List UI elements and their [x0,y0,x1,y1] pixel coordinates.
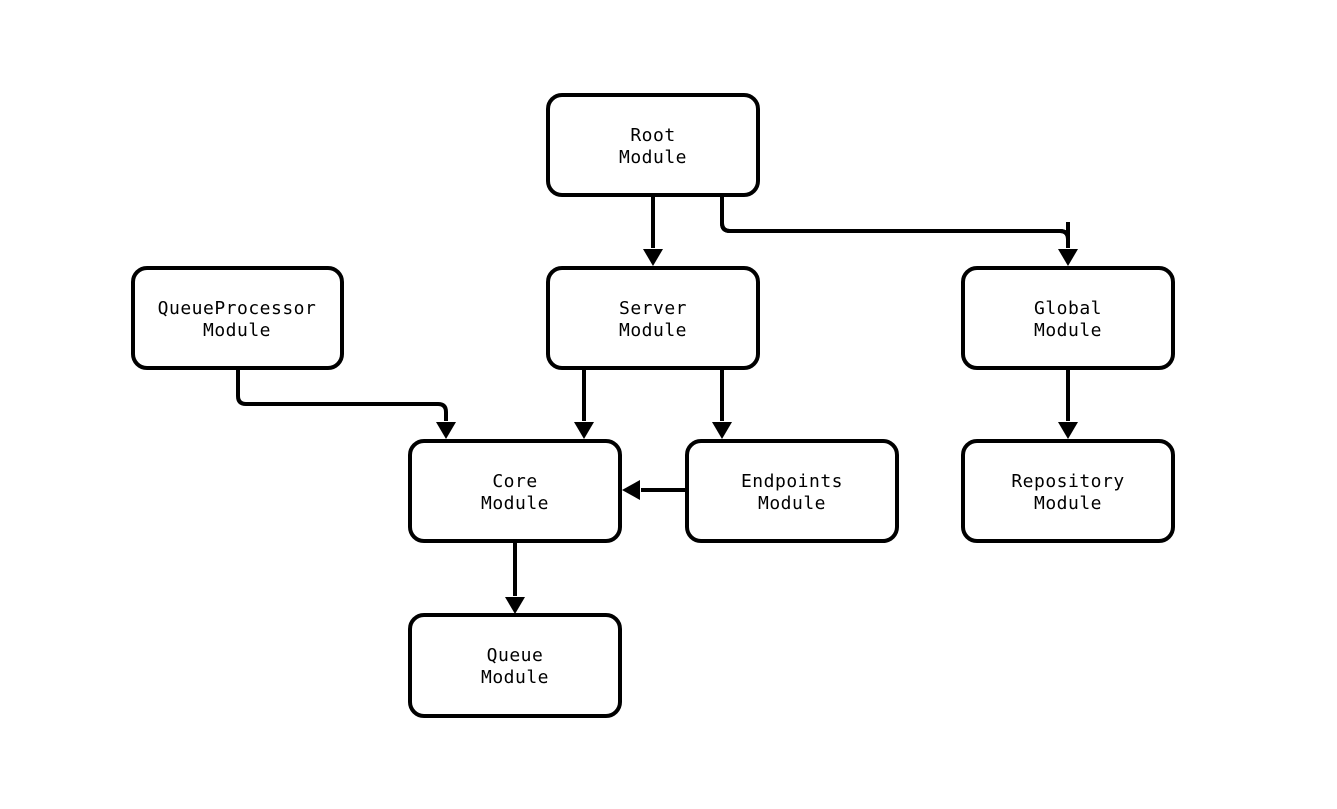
edge-root-to-server [643,195,663,266]
node-label-line2: Module [619,147,687,168]
edge-global-to-repository [1058,368,1078,439]
node-label-line1: Core [492,471,537,492]
arrow-head-icon [1058,249,1078,266]
node-label-line2: Module [1034,493,1102,514]
arrow-head-icon [436,422,456,439]
arrow-head-icon [1058,422,1078,439]
node-box[interactable] [408,613,622,718]
node-queue-module[interactable]: Queue Module [408,613,622,718]
node-label-line1: Server [619,298,687,319]
node-label-line1: Endpoints [741,471,843,492]
node-label-line2: Module [203,320,271,341]
node-box[interactable] [961,266,1175,370]
node-label-line1: QueueProcessor [158,298,317,319]
node-box[interactable] [685,439,899,543]
node-box[interactable] [546,93,760,197]
arrow-head-icon [574,422,594,439]
node-global-module[interactable]: Global Module [961,266,1175,370]
node-server-module[interactable]: Server Module [546,266,760,370]
node-label-line2: Module [481,667,549,688]
edge-server-to-endpoints [712,368,732,439]
arrow-head-icon [622,480,640,500]
edge-line [236,368,448,421]
node-root-module[interactable]: Root Module [546,93,760,197]
node-box[interactable] [408,439,622,543]
edge-root-to-global [720,195,1078,266]
arrow-head-icon [505,597,525,614]
node-queueprocessor-module[interactable]: QueueProcessor Module [131,266,344,370]
node-label-line1: Repository [1011,471,1124,492]
edge-queueprocessor-to-core [236,368,456,439]
node-repository-module[interactable]: Repository Module [961,439,1175,543]
node-label-line1: Global [1034,298,1102,319]
node-label-line2: Module [1034,320,1102,341]
node-label-line2: Module [758,493,826,514]
node-box[interactable] [961,439,1175,543]
arrow-head-icon [712,422,732,439]
node-label-line2: Module [619,320,687,341]
node-core-module[interactable]: Core Module [408,439,622,543]
node-endpoints-module[interactable]: Endpoints Module [685,439,899,543]
edge-endpoints-to-core [622,480,687,500]
node-label-line2: Module [481,493,549,514]
node-label-line1: Queue [487,645,544,666]
arrow-head-icon [643,249,663,266]
node-label-line1: Root [630,125,675,146]
edge-server-to-core [574,368,594,439]
edge-core-to-queue [505,541,525,614]
node-box[interactable] [546,266,760,370]
node-box[interactable] [131,266,344,370]
edge-line-2 [720,195,1070,248]
